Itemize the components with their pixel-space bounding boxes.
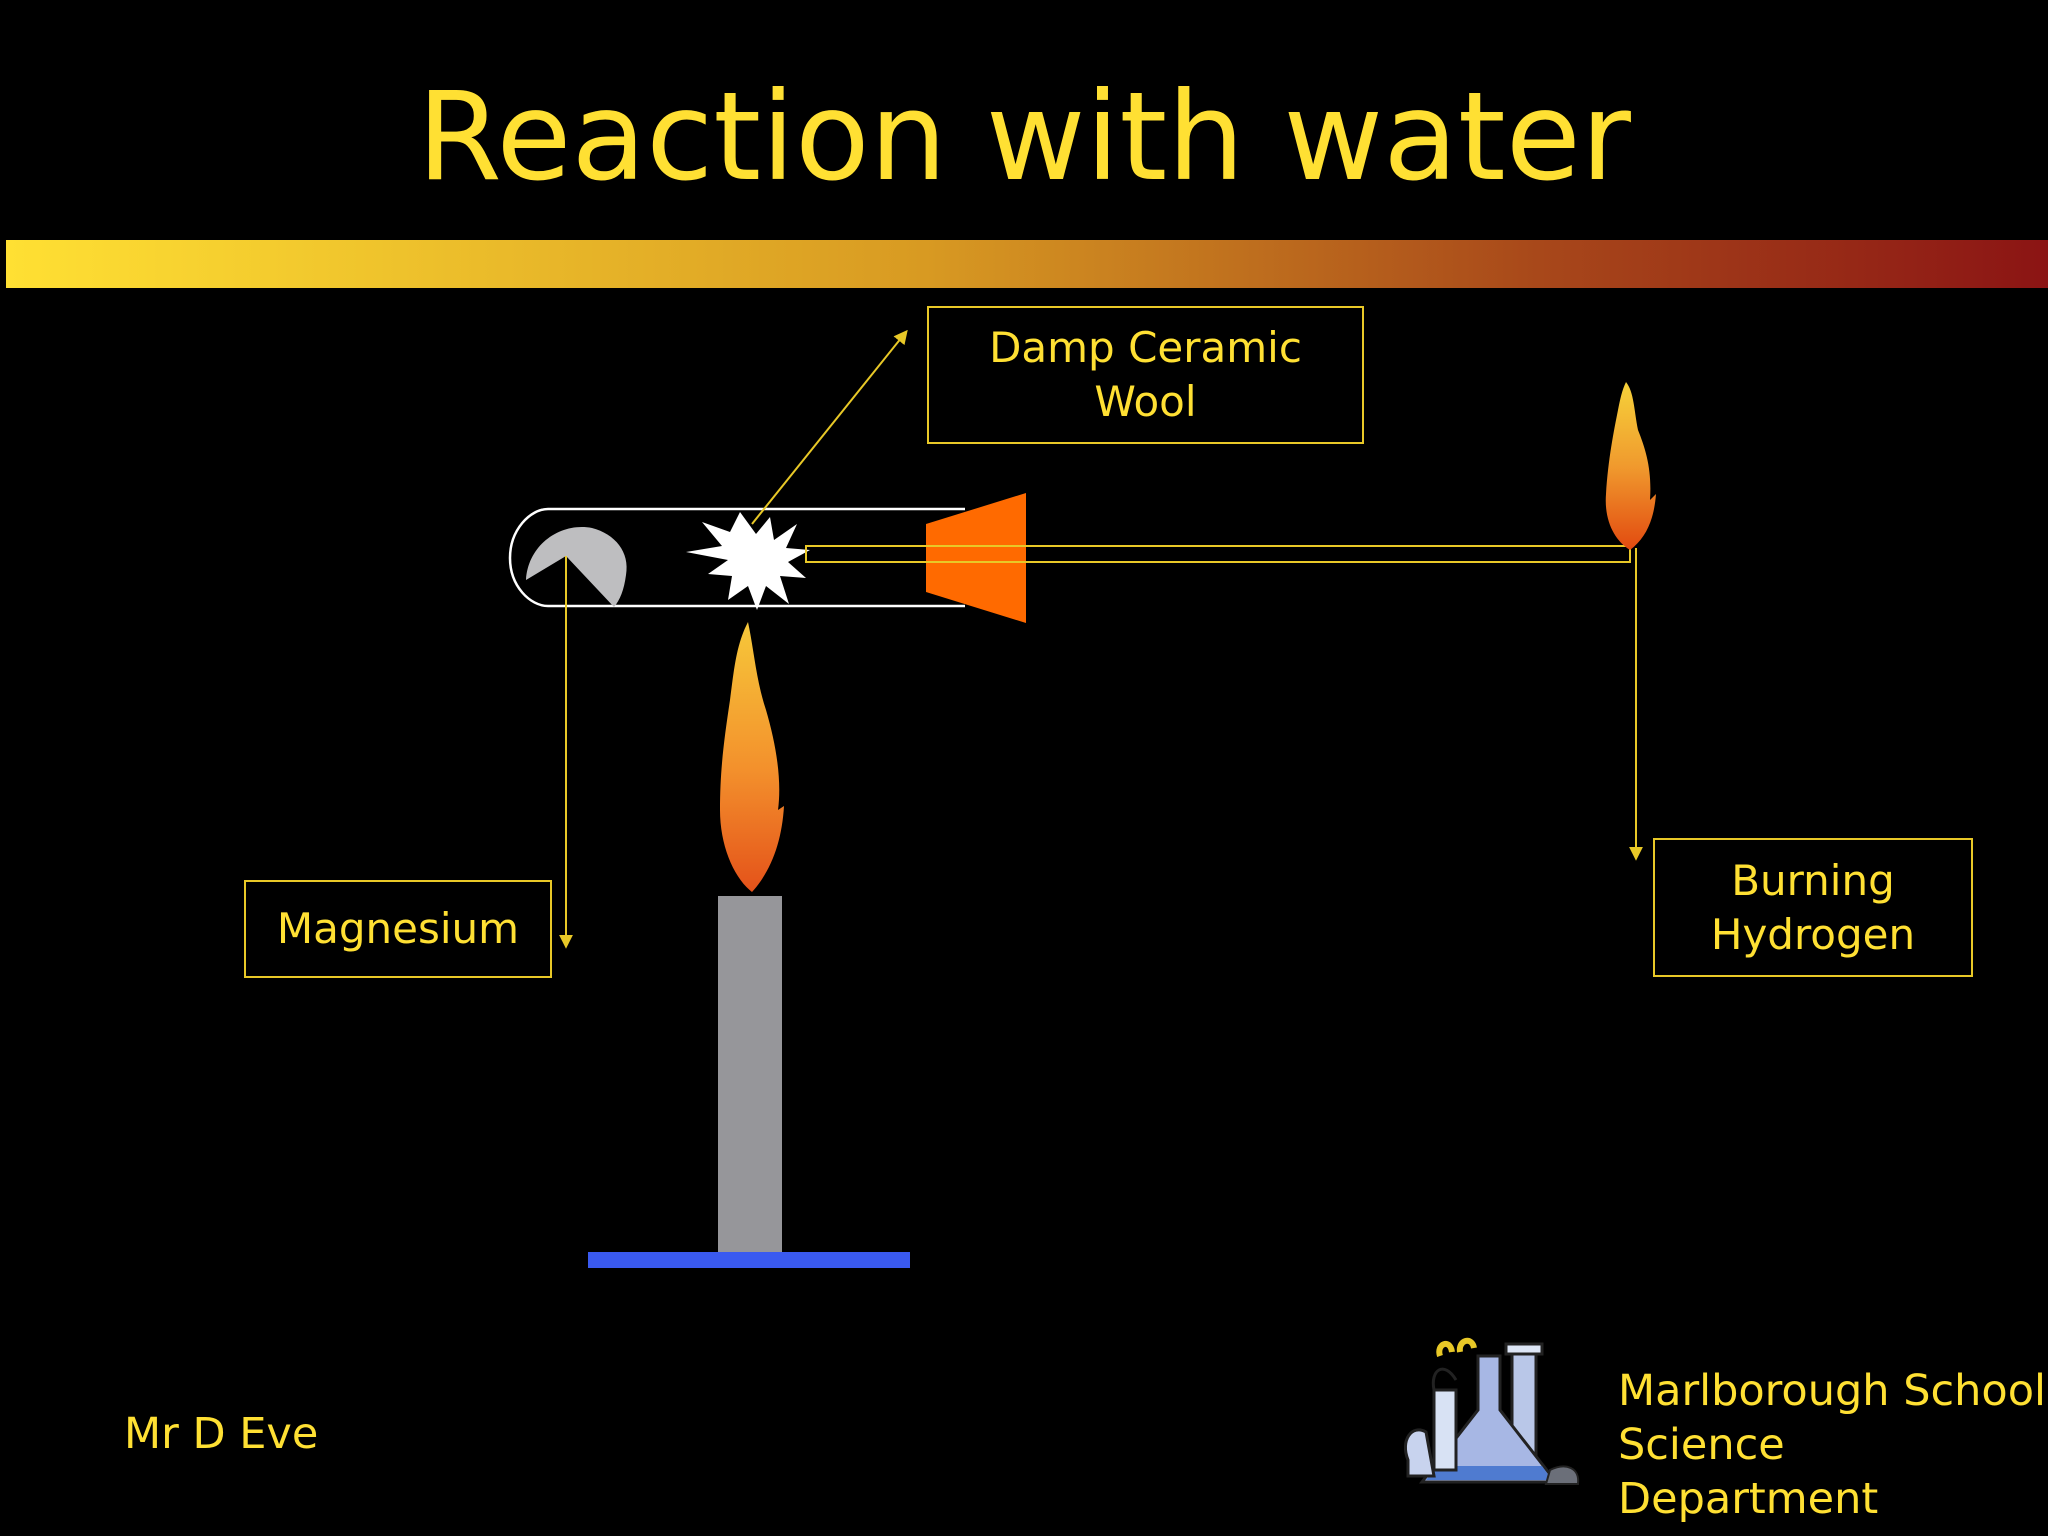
stopper	[926, 493, 1026, 623]
damp-ceramic-wool-text: Damp Ceramic Wool	[989, 323, 1302, 426]
burning-hydrogen-text: Burning Hydrogen	[1710, 855, 1916, 959]
author-name: Mr D Eve	[124, 1409, 319, 1459]
magnesium-label: Magnesium	[244, 880, 552, 978]
magnesium-sample	[526, 527, 627, 607]
school-name-line1: Marlborough School	[1618, 1366, 2046, 1416]
hydrogen-flame	[1605, 382, 1656, 550]
school-name-line2: Science Department	[1618, 1420, 1879, 1524]
magnesium-text: Magnesium	[276, 904, 520, 953]
slide-title: Reaction with water	[417, 66, 1631, 208]
burning-hydrogen-label: Burning Hydrogen	[1653, 838, 1973, 977]
burner-base	[588, 1252, 910, 1268]
bunsen-burner	[718, 896, 782, 1252]
starburst-icon	[686, 512, 810, 610]
damp-ceramic-wool-label: Damp Ceramic Wool	[927, 306, 1364, 444]
title-banner	[6, 240, 2048, 288]
bunsen-flame	[720, 622, 784, 892]
test-tube	[508, 507, 965, 608]
pointer-damp-ceramic-wool	[751, 329, 908, 525]
delivery-tube	[805, 545, 1631, 563]
lab-glassware-icon	[1403, 1337, 1580, 1485]
